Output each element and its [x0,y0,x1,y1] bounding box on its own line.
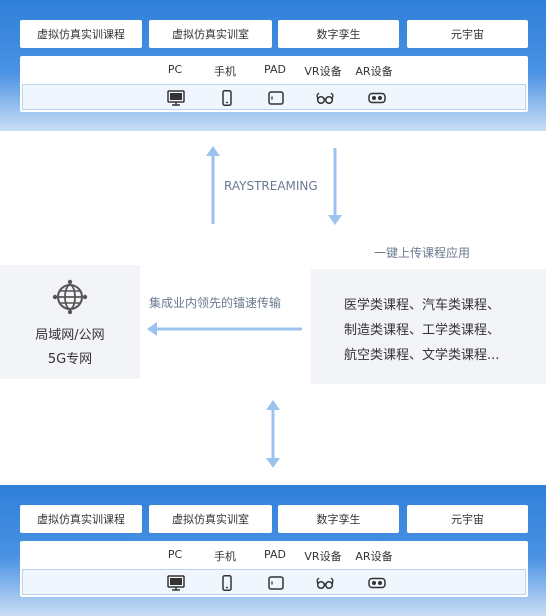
device-label-ar: AR设备 [355,65,393,78]
ar-headset-icon [367,90,387,106]
bidirectional-arrow [266,400,280,468]
globe-network-icon [51,279,89,319]
course-box: 医学类课程、汽车类课程、 制造类课程、工学类课程、 航空类课程、文学类课程... [311,269,546,384]
transfer-label: 集成业内领先的镭速传输 [149,296,282,310]
tablet-icon [266,575,286,591]
raystreaming-up-arrow [206,146,220,224]
device-label-ar: AR设备 [355,550,393,563]
category-metaverse[interactable]: 元宇宙 [407,20,528,48]
device-labels: PC 手机 PAD VR设备 AR设备 [20,56,528,84]
monitor-icon [166,575,186,591]
device-label-phone: 手机 [214,65,236,78]
device-label-pad: PAD [264,548,286,561]
transfer-left-arrow [147,322,302,336]
category-digital-twin[interactable]: 数字孪生 [278,20,399,48]
device-label-vr: VR设备 [304,65,342,78]
device-label-pc: PC [167,63,183,76]
category-vr-course[interactable]: 虚拟仿真实训课程 [20,505,142,533]
category-vr-course[interactable]: 虚拟仿真实训课程 [20,20,142,48]
device-list: PC 手机 PAD VR设备 AR设备 [20,541,528,597]
tablet-icon [266,90,286,106]
device-label-pc: PC [167,548,183,561]
course-line-1: 医学类课程、汽车类课程、 [344,298,501,313]
course-line-2: 制造类课程、工学类课程、 [344,323,501,338]
top-device-panel: 虚拟仿真实训课程 虚拟仿真实训室 数字孪生 元宇宙 PC 手机 PAD VR设备… [0,0,546,131]
category-vr-lab[interactable]: 虚拟仿真实训室 [149,505,272,533]
raystreaming-down-arrow [328,148,342,225]
phone-icon [217,90,237,106]
network-box: 局域网/公网 5G专网 [0,265,140,379]
upload-course-label: 一键上传课程应用 [374,246,471,260]
category-vr-lab[interactable]: 虚拟仿真实训室 [149,20,272,48]
device-icons [22,84,526,110]
phone-icon [217,575,237,591]
network-line-1: 局域网/公网 [35,328,105,343]
monitor-icon [166,90,186,106]
vr-glasses-icon [315,90,335,106]
category-row: 虚拟仿真实训课程 虚拟仿真实训室 数字孪生 元宇宙 [20,505,528,533]
raystreaming-label: RAYSTREAMING [224,179,318,193]
device-icons [22,569,526,595]
device-labels: PC 手机 PAD VR设备 AR设备 [20,541,528,569]
bottom-device-panel: 虚拟仿真实训课程 虚拟仿真实训室 数字孪生 元宇宙 PC 手机 PAD VR设备… [0,485,546,616]
device-label-phone: 手机 [214,550,236,563]
network-line-2: 5G专网 [47,352,93,367]
course-line-3: 航空类课程、文学类课程... [344,348,500,363]
device-list: PC 手机 PAD VR设备 AR设备 [20,56,528,112]
ar-headset-icon [367,575,387,591]
category-metaverse[interactable]: 元宇宙 [407,505,528,533]
device-label-pad: PAD [264,63,286,76]
vr-glasses-icon [315,575,335,591]
category-row: 虚拟仿真实训课程 虚拟仿真实训室 数字孪生 元宇宙 [20,20,528,48]
category-digital-twin[interactable]: 数字孪生 [278,505,399,533]
device-label-vr: VR设备 [304,550,342,563]
